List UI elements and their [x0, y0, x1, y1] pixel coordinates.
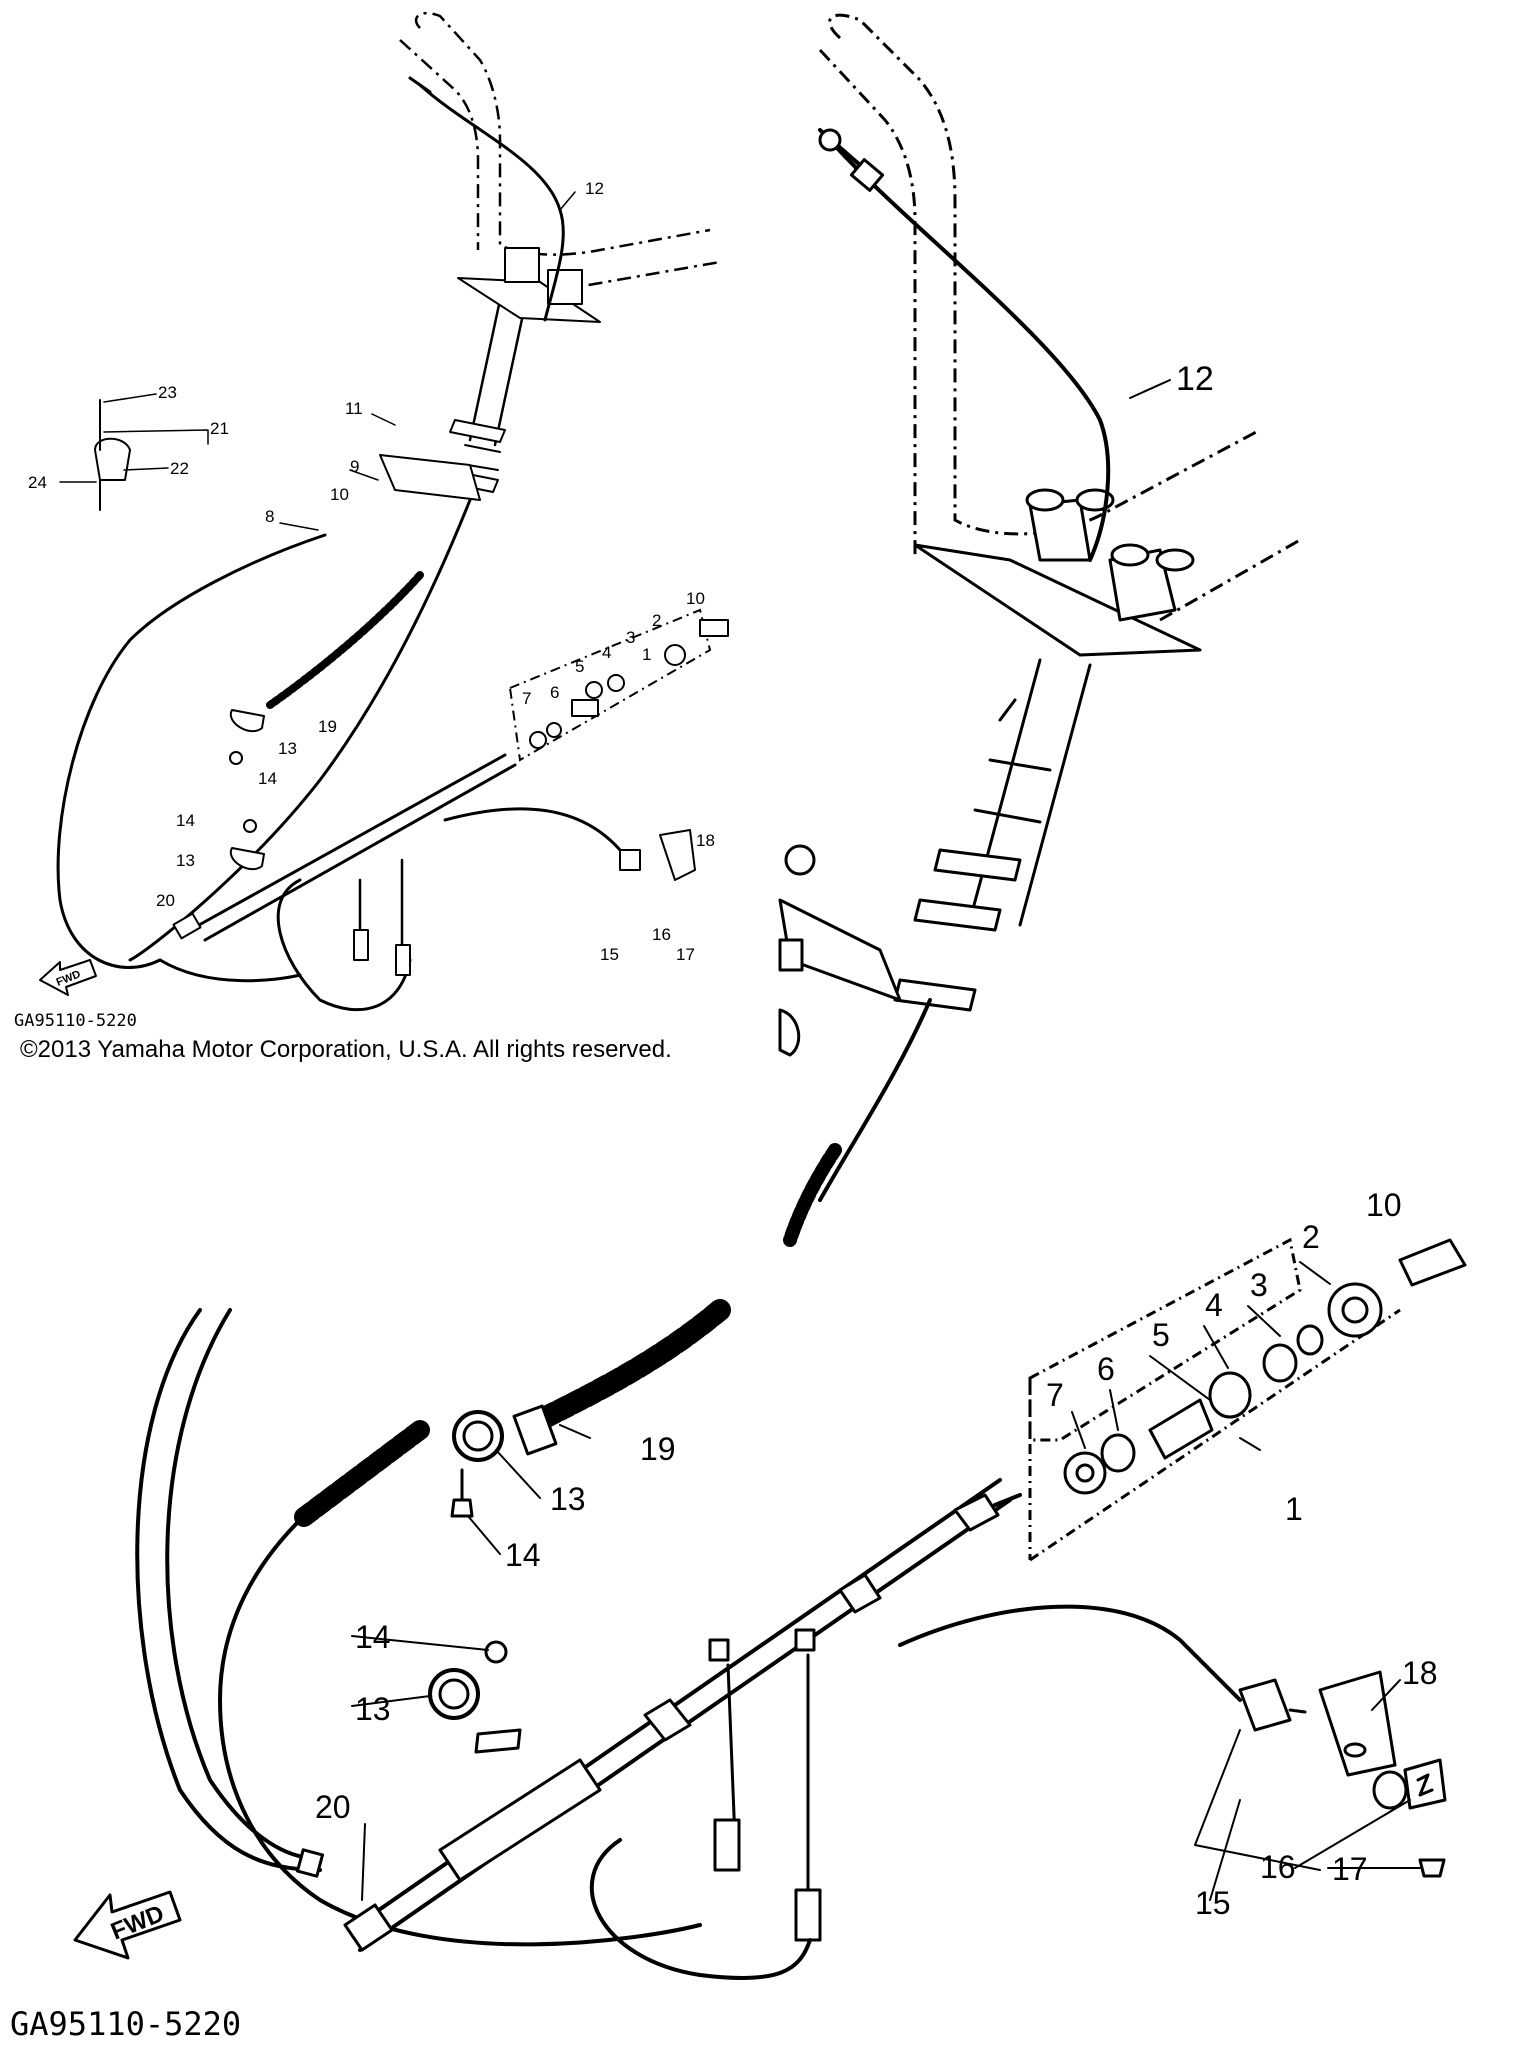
- overview-callout: 6: [550, 683, 559, 702]
- lower-detail-callout: 18: [1402, 1655, 1438, 1691]
- lower-detail-callout: 13: [550, 1481, 586, 1517]
- overview-diagram-code: GA95110-5220: [14, 1011, 137, 1031]
- upper-detail-diagram: 12: [778, 13, 1301, 1247]
- overview-callout: 13: [278, 739, 297, 758]
- overview-callout: 19: [318, 717, 337, 736]
- copyright-notice: ©2013 Yamaha Motor Corporation, U.S.A. A…: [20, 1036, 672, 1063]
- overview-callout: 21: [210, 419, 229, 438]
- lower-detail-callout: 4: [1205, 1287, 1223, 1323]
- overview-callout: 17: [676, 945, 695, 964]
- lower-detail-diagram: FWD 1 2 3 4 5 6 7 10 13 13 14 14 15 16 1…: [10, 1187, 1467, 2043]
- lower-detail-callout: 10: [1366, 1187, 1402, 1223]
- overview-callout: 13: [176, 851, 195, 870]
- overview-callout: 7: [522, 689, 531, 708]
- overview-callout: 11: [345, 399, 363, 418]
- overview-callout: 12: [585, 179, 604, 198]
- lower-detail-callout: 2: [1302, 1219, 1320, 1255]
- lower-detail-callout: 14: [505, 1537, 541, 1573]
- overview-callout: 14: [176, 811, 195, 830]
- overview-callout: 24: [28, 473, 47, 492]
- overview-callout: 9: [350, 457, 359, 476]
- lower-detail-callout: 19: [640, 1431, 676, 1467]
- lower-detail-callout: 5: [1152, 1317, 1170, 1353]
- lower-diagram-code: GA95110-5220: [10, 2005, 241, 2043]
- lower-detail-callout: 20: [315, 1789, 351, 1825]
- lower-detail-callout: 6: [1097, 1351, 1115, 1387]
- overview-callout: 8: [265, 507, 274, 526]
- lower-detail-callout: 13: [355, 1691, 391, 1727]
- overview-callout: 18: [696, 831, 715, 850]
- overview-diagram: FWD 1 2 3 4 5 6 7 8 9 10 10 11 12 13 13 …: [14, 11, 729, 1031]
- overview-callout: 14: [258, 769, 277, 788]
- overview-callout: 2: [652, 611, 661, 630]
- lower-detail-callout: 16: [1260, 1849, 1296, 1885]
- overview-callout: 15: [600, 945, 619, 964]
- overview-callout: 4: [602, 643, 611, 662]
- upper-detail-callout: 12: [1176, 360, 1214, 398]
- overview-callout: 20: [156, 891, 175, 910]
- overview-callout: 10: [330, 485, 349, 504]
- overview-callout: 1: [642, 645, 651, 664]
- overview-callout: 16: [652, 925, 671, 944]
- overview-callout: 10: [686, 589, 705, 608]
- lower-detail-callout: 7: [1046, 1377, 1064, 1413]
- lower-detail-callout: 3: [1250, 1267, 1268, 1303]
- overview-callout: 23: [158, 383, 177, 402]
- lower-detail-callout: 1: [1285, 1491, 1303, 1527]
- overview-callout: 22: [170, 459, 189, 478]
- overview-callout: 5: [575, 657, 584, 676]
- overview-callout: 3: [626, 628, 635, 647]
